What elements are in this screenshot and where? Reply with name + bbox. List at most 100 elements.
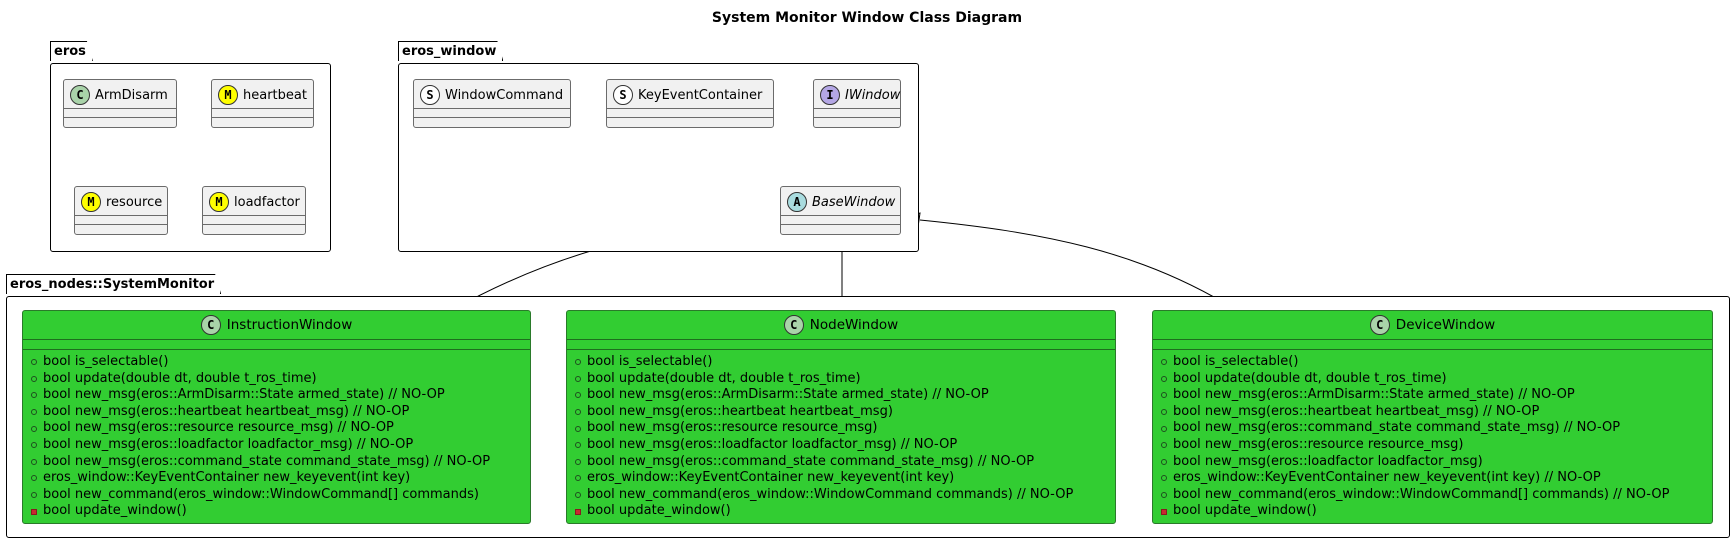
method-item: bool new_msg(eros::ArmDisarm::State arme…: [31, 387, 530, 404]
diagram-title: System Monitor Window Class Diagram: [711, 10, 1023, 26]
method-item: bool new_msg(eros::resource resource_msg…: [575, 420, 1115, 437]
method-item: bool new_msg(eros::command_state command…: [575, 454, 1115, 471]
class-name: DeviceWindow: [1395, 317, 1496, 333]
method-item: bool new_msg(eros::ArmDisarm::State arme…: [575, 387, 1115, 404]
class-name: resource: [106, 194, 163, 210]
method-signature: bool new_command(eros_window::WindowComm…: [587, 486, 1074, 502]
method-signature: bool new_msg(eros::command_state command…: [587, 453, 1035, 469]
class-name: KeyEventContainer: [638, 87, 763, 103]
public-visibility-icon: [1161, 359, 1167, 366]
public-visibility-icon: [1161, 392, 1167, 399]
class-windowcommand[interactable]: S WindowCommand: [413, 79, 571, 128]
method-item: bool new_command(eros_window::WindowComm…: [31, 487, 530, 504]
public-visibility-icon: [575, 409, 581, 416]
method-signature: bool new_msg(eros::loadfactor loadfactor…: [43, 436, 414, 452]
method-signature: bool update(double dt, double t_ros_time…: [1173, 370, 1447, 386]
class-name: InstructionWindow: [226, 317, 353, 333]
method-signature: bool new_msg(eros::ArmDisarm::State arme…: [1173, 387, 1575, 403]
method-item: eros_window::KeyEventContainer new_keyev…: [31, 470, 530, 487]
method-item: bool update_window(): [575, 503, 1115, 520]
class-icon: C: [200, 315, 221, 335]
public-visibility-icon: [575, 442, 581, 449]
package-tab-eros-window: eros_window: [398, 41, 503, 61]
struct-icon: S: [613, 85, 633, 105]
method-item: eros_window::KeyEventContainer new_keyev…: [1161, 470, 1712, 487]
method-signature: bool update(double dt, double t_ros_time…: [43, 370, 317, 386]
method-signature: bool update_window(): [587, 503, 731, 519]
method-item: bool new_msg(eros::heartbeat heartbeat_m…: [575, 404, 1115, 421]
method-signature: eros_window::KeyEventContainer new_keyev…: [587, 470, 955, 486]
class-name: WindowCommand: [445, 87, 564, 103]
method-signature: eros_window::KeyEventContainer new_keyev…: [1173, 470, 1601, 486]
method-signature: bool new_command(eros_window::WindowComm…: [1173, 486, 1670, 502]
public-visibility-icon: [575, 458, 581, 465]
method-item: bool is_selectable(): [1161, 354, 1712, 371]
message-icon: M: [218, 85, 238, 105]
class-keyeventcontainer[interactable]: S KeyEventContainer: [606, 79, 774, 128]
method-signature: bool is_selectable(): [1173, 354, 1299, 369]
package-tab-system-monitor: eros_nodes::SystemMonitor: [6, 274, 221, 294]
public-visibility-icon: [31, 409, 37, 416]
public-visibility-icon: [1161, 409, 1167, 416]
method-item: bool update(double dt, double t_ros_time…: [31, 371, 530, 388]
message-icon: M: [81, 192, 101, 212]
public-visibility-icon: [1161, 375, 1167, 382]
public-visibility-icon: [31, 458, 37, 465]
method-item: bool new_msg(eros::loadfactor loadfactor…: [31, 437, 530, 454]
method-item: bool new_command(eros_window::WindowComm…: [575, 487, 1115, 504]
public-visibility-icon: [1161, 425, 1167, 432]
method-item: bool update(double dt, double t_ros_time…: [575, 371, 1115, 388]
class-name: NodeWindow: [809, 317, 899, 333]
public-visibility-icon: [575, 492, 581, 499]
method-signature: bool new_msg(eros::command_state command…: [43, 453, 491, 469]
class-name: ArmDisarm: [95, 87, 168, 103]
public-visibility-icon: [31, 359, 37, 366]
struct-icon: S: [420, 85, 440, 105]
public-visibility-icon: [575, 392, 581, 399]
method-signature: bool new_msg(eros::heartbeat heartbeat_m…: [587, 403, 893, 419]
method-item: bool is_selectable(): [575, 354, 1115, 371]
method-signature: bool new_msg(eros::heartbeat heartbeat_m…: [1173, 403, 1540, 419]
method-signature: bool is_selectable(): [43, 354, 169, 369]
public-visibility-icon: [1161, 458, 1167, 465]
method-item: bool new_msg(eros::command_state command…: [31, 454, 530, 471]
generalization-devicewindow-basewindow: [919, 219, 1237, 311]
class-name: IWindow: [845, 87, 901, 103]
package-tab-eros: eros: [50, 41, 93, 61]
private-visibility-icon: [575, 508, 581, 515]
method-signature: bool update_window(): [43, 503, 187, 519]
method-item: bool new_msg(eros::loadfactor loadfactor…: [575, 437, 1115, 454]
public-visibility-icon: [1161, 475, 1167, 482]
method-item: bool update_window(): [1161, 503, 1712, 520]
method-item: eros_window::KeyEventContainer new_keyev…: [575, 470, 1115, 487]
private-visibility-icon: [31, 508, 37, 515]
method-signature: bool new_msg(eros::loadfactor loadfactor…: [587, 436, 958, 452]
method-signature: bool update(double dt, double t_ros_time…: [587, 370, 861, 386]
class-name: heartbeat: [243, 87, 307, 103]
method-item: bool new_msg(eros::command_state command…: [1161, 420, 1712, 437]
method-signature: bool new_msg(eros::command_state command…: [1173, 420, 1621, 436]
method-signature: bool new_msg(eros::ArmDisarm::State arme…: [587, 387, 989, 403]
public-visibility-icon: [575, 475, 581, 482]
class-name: loadfactor: [234, 194, 300, 210]
method-item: bool update(double dt, double t_ros_time…: [1161, 371, 1712, 388]
private-visibility-icon: [1161, 508, 1167, 515]
method-signature: bool new_msg(eros::resource resource_msg…: [43, 420, 394, 436]
public-visibility-icon: [31, 492, 37, 499]
method-signature: bool update_window(): [1173, 503, 1317, 519]
class-icon: C: [783, 315, 804, 335]
method-signature: bool new_command(eros_window::WindowComm…: [43, 486, 479, 502]
method-item: bool new_msg(eros::ArmDisarm::State arme…: [1161, 387, 1712, 404]
public-visibility-icon: [31, 475, 37, 482]
method-signature: bool new_msg(eros::resource resource_msg…: [587, 420, 878, 436]
method-signature: bool new_msg(eros::resource resource_msg…: [1173, 436, 1464, 452]
